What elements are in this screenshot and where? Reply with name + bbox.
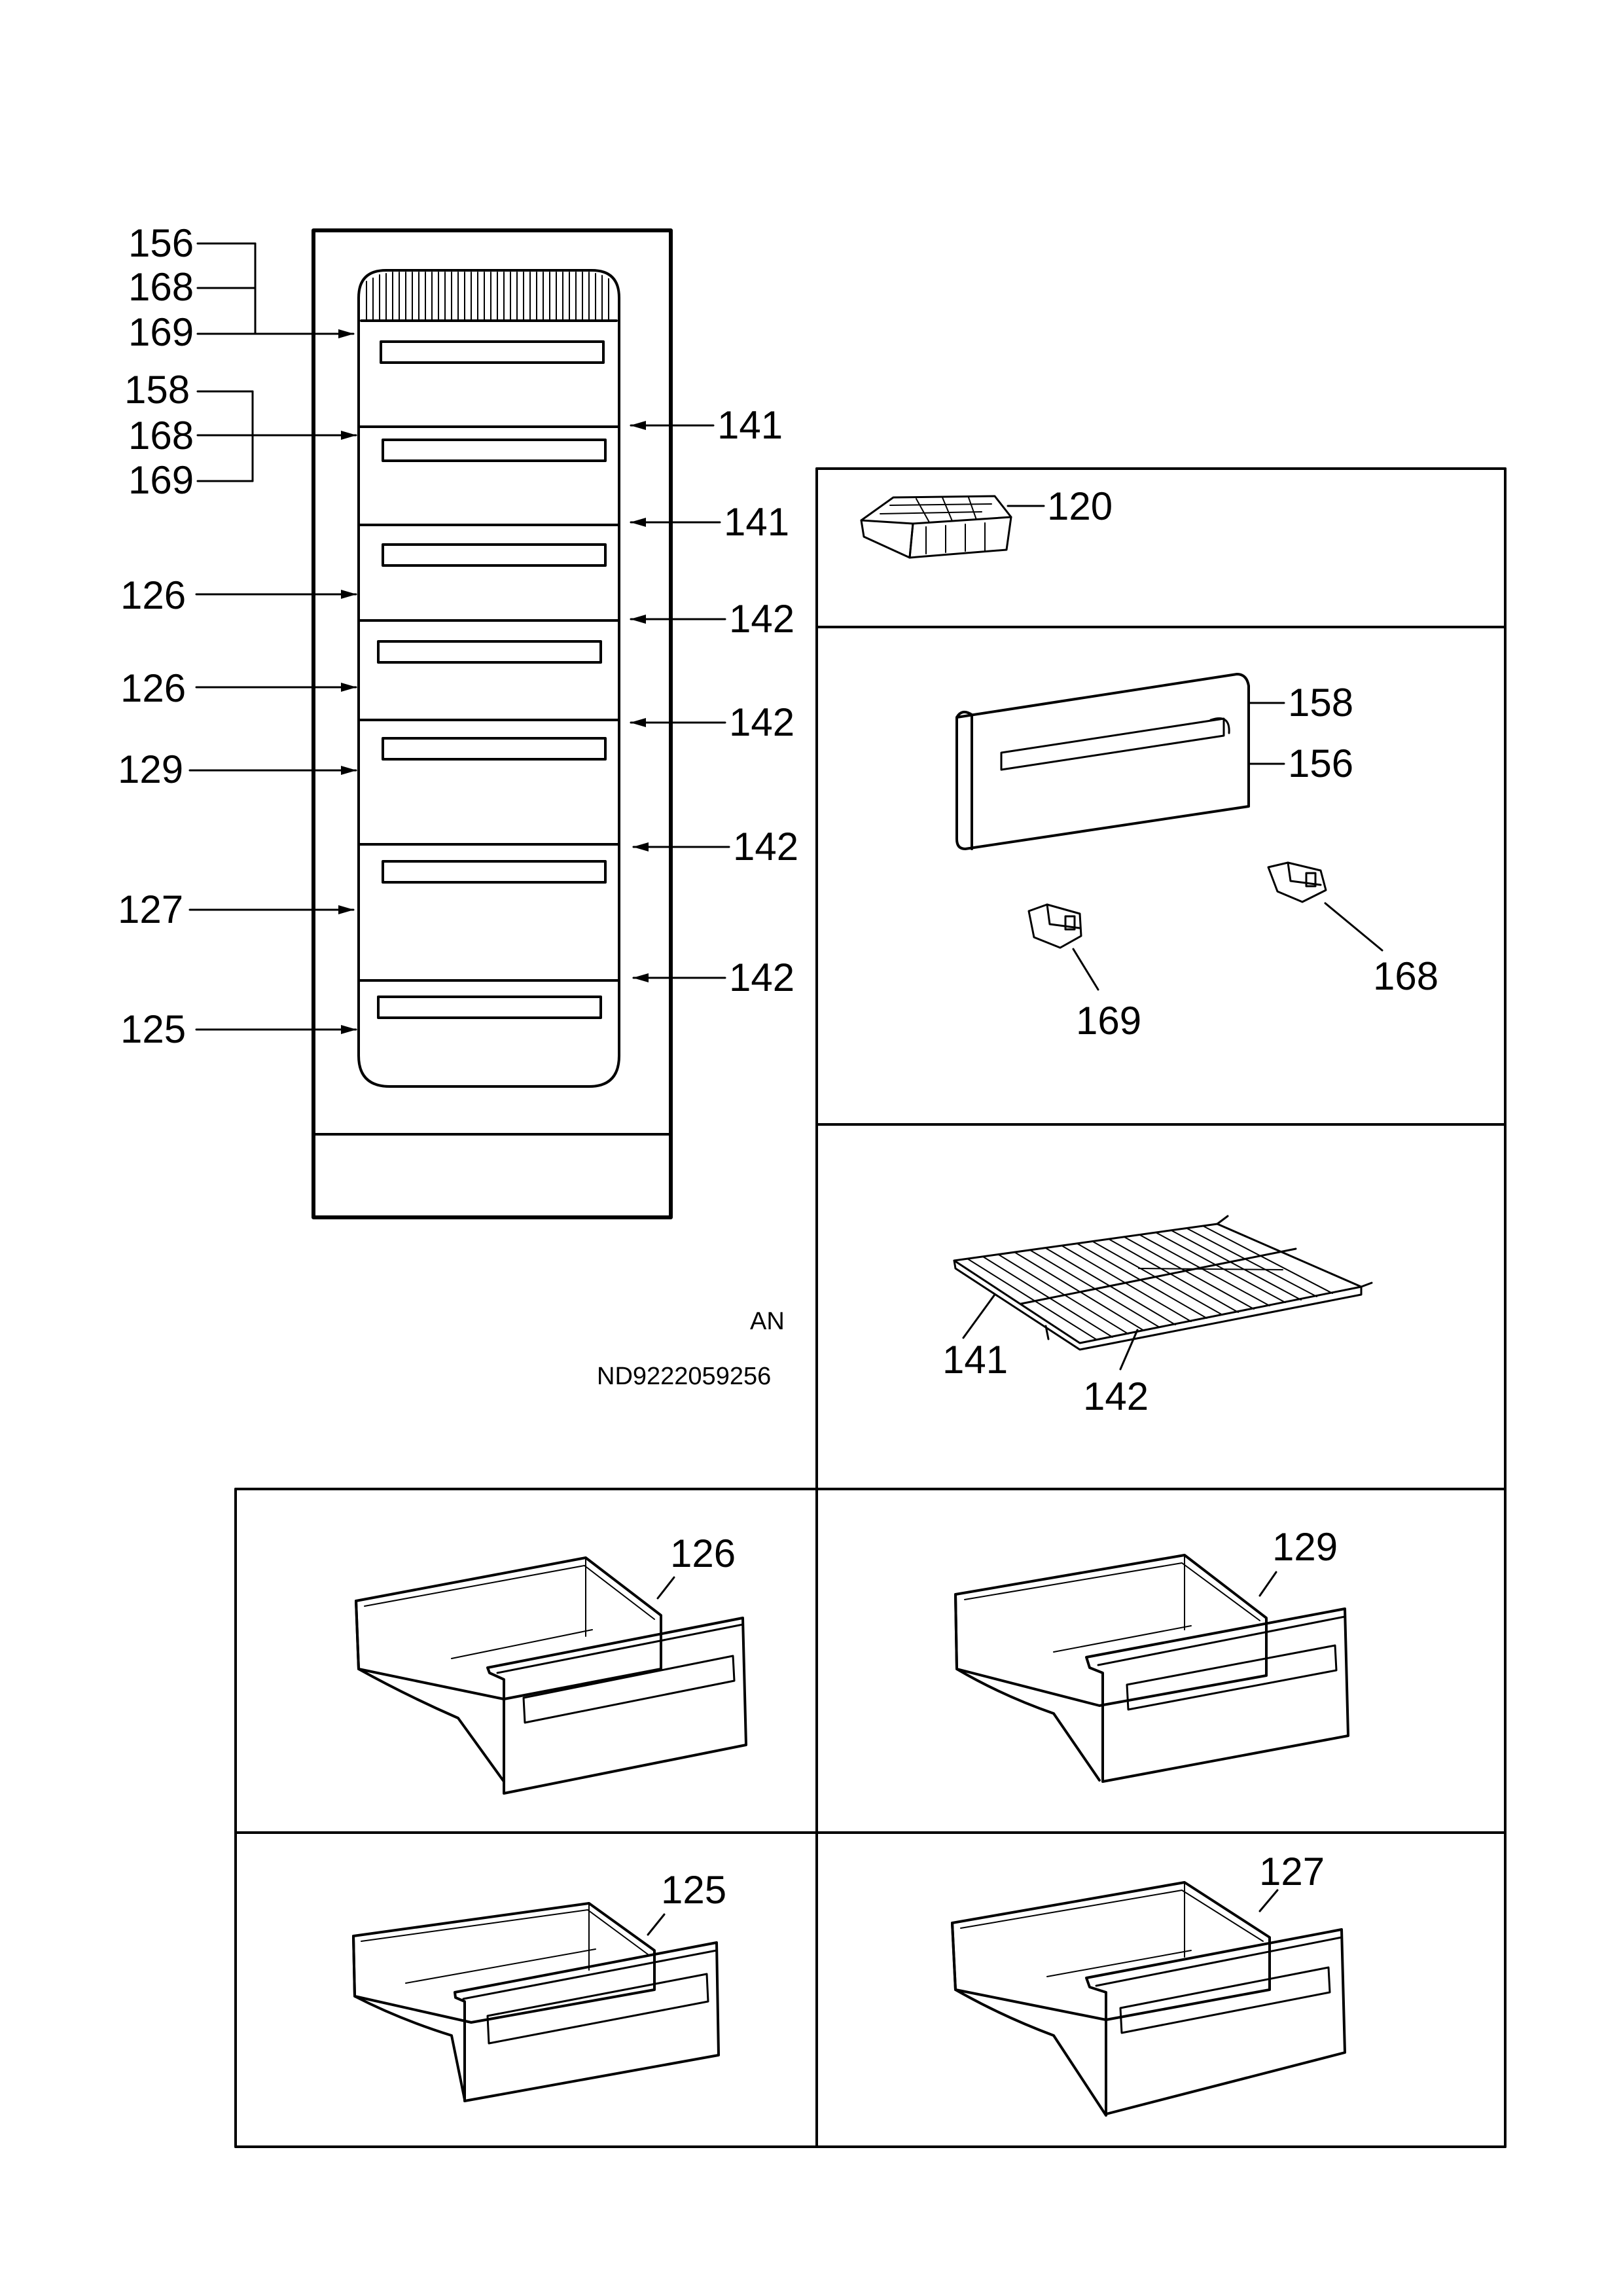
flap-drawing [955, 673, 1285, 850]
hinge-169-drawing [1027, 903, 1099, 991]
part-label-hinge-169: 169 [1076, 999, 1142, 1043]
part-label-hinge-168: 168 [1373, 954, 1439, 998]
part-label-shelf-142: 142 [1083, 1374, 1149, 1418]
callout-169: 169 [128, 310, 194, 354]
left-callout-leaders [188, 242, 357, 1034]
callout-142: 142 [733, 825, 799, 869]
callout-127: 127 [118, 888, 184, 931]
callout-156: 156 [128, 221, 194, 265]
callout-142: 142 [729, 700, 795, 744]
drawer-126-drawing [355, 1556, 747, 1795]
callout-141: 141 [717, 403, 783, 447]
handle-slot [382, 439, 607, 462]
callout-158: 158 [124, 368, 190, 412]
callout-168: 168 [128, 265, 194, 309]
hinge-168-drawing [1267, 861, 1383, 952]
handle-slot [382, 860, 607, 884]
callout-126: 126 [120, 573, 187, 617]
drawer-125-drawing [352, 1902, 720, 2102]
document-number: ND9222059256 [597, 1363, 772, 1390]
callout-168: 168 [128, 414, 194, 457]
callout-142: 142 [729, 956, 795, 999]
callout-125: 125 [120, 1007, 187, 1051]
handle-slot [377, 996, 602, 1019]
handle-slot [377, 640, 602, 664]
part-label-ice-tray: 120 [1047, 484, 1113, 528]
part-label-flap-158: 158 [1288, 681, 1354, 725]
ice-cube-tray-drawing [860, 495, 1045, 559]
freezer-cabinet [312, 228, 673, 1219]
evaporator-grille [360, 272, 618, 322]
part-label-drawer-125: 125 [661, 1868, 727, 1912]
part-label-drawer-129: 129 [1272, 1525, 1338, 1569]
panel-frames [234, 467, 1507, 2148]
drawer-129-drawing [954, 1554, 1349, 1783]
drawer-127-drawing [951, 1881, 1346, 2117]
callout-129: 129 [118, 747, 184, 791]
part-label-shelf-141: 141 [942, 1338, 1008, 1382]
handle-slot [382, 543, 607, 567]
part-label-flap-156: 156 [1288, 742, 1354, 785]
part-label-drawer-127: 127 [1259, 1850, 1325, 1893]
handle-slot [380, 340, 605, 364]
handle-slot [382, 737, 607, 761]
callout-142: 142 [729, 597, 795, 641]
callout-141: 141 [724, 500, 790, 544]
callout-169: 169 [128, 458, 194, 502]
wire-shelf-drawing [953, 1215, 1373, 1371]
part-label-drawer-126: 126 [670, 1532, 736, 1575]
callout-126: 126 [120, 666, 187, 710]
variant-code: AN [750, 1308, 785, 1335]
right-callout-leaders [630, 421, 730, 982]
